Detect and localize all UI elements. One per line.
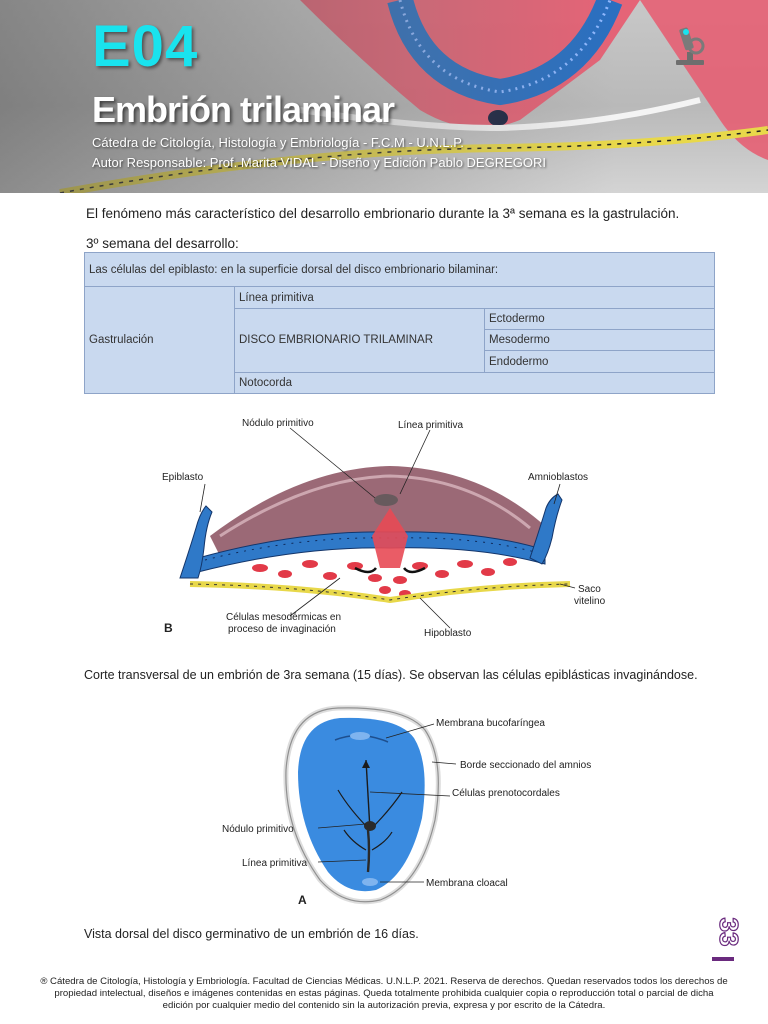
table-cell-layer: Mesodermo (484, 329, 715, 352)
label-linea-primitiva: Línea primitiva (398, 420, 463, 431)
page-number-bar (712, 957, 734, 961)
header-shade (0, 0, 768, 193)
intro-paragraph: El fenómeno más característico del desar… (86, 206, 680, 221)
page-title: Embrión trilaminar (92, 89, 395, 130)
label-epiblasto: Epiblasto (162, 472, 204, 483)
table-cell-linea: Línea primitiva (234, 286, 715, 309)
header-subtitle-author: Autor Responsable: Prof. Marita VIDAL - … (92, 155, 546, 170)
label-hipoblasto: Hipoblasto (424, 628, 472, 639)
chapter-code: E04 (92, 14, 199, 79)
label-nodulo-primitivo: Nódulo primitivo (242, 418, 314, 429)
label-membrana-cloacal: Membrana cloacal (426, 878, 508, 889)
table-cell-disco: DISCO EMBRIONARIO TRILAMINAR (234, 307, 485, 373)
label-amnioblastos: Amnioblastos (528, 472, 588, 483)
page-number: 33 (713, 917, 744, 947)
primitive-node (364, 821, 376, 831)
label-celulas-line1: Células mesodérmicas en (226, 612, 341, 623)
epiblast-layer (197, 531, 546, 573)
table-cell-layer: Endodermo (484, 350, 715, 373)
header-banner: E04 Embrión trilaminar Cátedra de Citolo… (0, 0, 768, 193)
table-cell-layer: Ectodermo (484, 307, 715, 331)
section-heading: 3º semana del desarrollo: (86, 236, 239, 251)
figure-b-cross-section: Nódulo primitivo Línea primitiva Epiblas… (162, 418, 606, 639)
figure-b-caption: Corte transversal de un embrión de 3ra s… (84, 668, 698, 682)
label-vitelino: vitelino (574, 596, 606, 607)
mesoderm-cells (252, 558, 517, 598)
primitive-streak (366, 829, 371, 873)
table-cell-process: Gastrulación (84, 286, 235, 394)
label-borde-amnios: Borde seccionado del amnios (460, 760, 591, 771)
gastrulation-table: Las células del epiblasto: en la superfi… (84, 251, 715, 395)
figure-a-dorsal-view: Membrana bucofaríngea Borde seccionado d… (222, 705, 591, 907)
figure-letter-b: B (164, 621, 173, 635)
primitive-node (374, 494, 398, 506)
figure-a-caption: Vista dorsal del disco germinativo de un… (84, 927, 419, 941)
table-header: Las células del epiblasto: en la superfi… (84, 251, 715, 288)
label-saco: Saco (578, 584, 601, 595)
label-celulas-line2: proceso de invaginación (228, 624, 336, 635)
table-cell-notocorda: Notocorda (234, 371, 715, 395)
label-membrana-bucofaringea: Membrana bucofaríngea (436, 718, 545, 729)
germ-disc (298, 717, 425, 892)
copyright-footer: ® Cátedra de Citología, Histología y Emb… (40, 976, 728, 1011)
figure-letter-a: A (298, 893, 307, 907)
label-nodulo-primitivo: Nódulo primitivo (222, 824, 294, 835)
microscope-icon (676, 27, 705, 65)
label-celulas-prenotocordales: Células prenotocordales (452, 788, 560, 799)
label-linea-primitiva: Línea primitiva (242, 858, 307, 869)
header-subtitle-chair: Cátedra de Citología, Histología y Embri… (92, 135, 464, 150)
